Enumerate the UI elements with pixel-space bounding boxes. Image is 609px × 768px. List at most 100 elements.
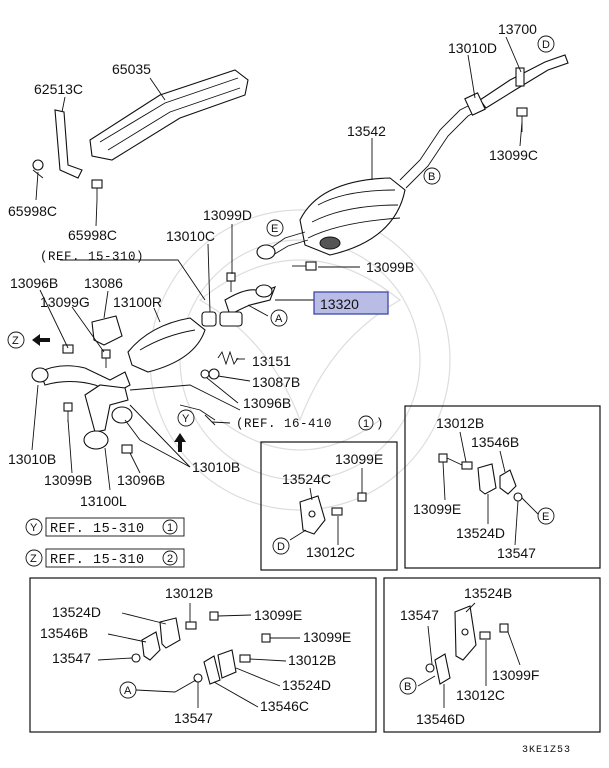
legend-z: Z REF. 15-310 2 bbox=[25, 548, 185, 568]
label-13320: 13320 bbox=[320, 296, 359, 312]
label-13096B-c: 13096B bbox=[117, 472, 165, 488]
box3-label-13524D-b: 13524D bbox=[282, 677, 331, 693]
watermark bbox=[149, 209, 451, 511]
svg-text:E: E bbox=[542, 511, 549, 523]
box4-label-13547: 13547 bbox=[400, 607, 439, 623]
arrow-up-y bbox=[174, 433, 186, 452]
label-13086: 13086 bbox=[84, 275, 123, 291]
label-13099D: 13099D bbox=[203, 207, 252, 223]
svg-text:Y: Y bbox=[30, 522, 38, 534]
svg-text:Z: Z bbox=[30, 553, 37, 565]
heat-protector-65035 bbox=[89, 69, 249, 161]
box3-label-13547-a: 13547 bbox=[52, 650, 91, 666]
box4-label-13524B: 13524B bbox=[464, 585, 512, 601]
label-13010B-right: 13010B bbox=[192, 459, 240, 475]
gasket-13096B-b bbox=[200, 369, 210, 379]
label-13151: 13151 bbox=[252, 353, 291, 369]
legend-y: Y REF. 15-310 1 bbox=[25, 517, 185, 537]
gasket-13096B-a bbox=[62, 344, 74, 354]
label-13096B-b: 13096B bbox=[243, 395, 291, 411]
label-13099B-top: 13099B bbox=[366, 259, 414, 275]
svg-text:A: A bbox=[275, 313, 283, 325]
label-13099C: 13099C bbox=[489, 147, 538, 163]
leader-lines bbox=[31, 36, 523, 491]
label-13542: 13542 bbox=[347, 123, 386, 139]
ref-16-410-num: 1 bbox=[363, 418, 369, 430]
bolt-13099C bbox=[516, 107, 528, 132]
box2-label-13524D: 13524D bbox=[456, 525, 505, 541]
svg-text:2: 2 bbox=[167, 553, 173, 565]
label-62513C: 62513C bbox=[34, 81, 83, 97]
box3-label-13547-b: 13547 bbox=[174, 710, 213, 726]
bolt-13099G bbox=[101, 349, 111, 368]
spring-13151 bbox=[217, 350, 239, 366]
callout-D-box1: D bbox=[272, 537, 290, 555]
sensor-probe bbox=[179, 404, 216, 426]
callout-D-top: D bbox=[537, 35, 555, 53]
flange-front-pipe bbox=[219, 311, 243, 327]
bracket-62513C bbox=[54, 109, 83, 179]
label-13087B: 13087B bbox=[252, 374, 300, 390]
box4-label-13546D: 13546D bbox=[416, 711, 465, 727]
ref-16-410-text: (REF. 16-410 bbox=[236, 417, 332, 431]
exhaust-manifold-13100L bbox=[31, 365, 133, 450]
bolt-65998C-left bbox=[32, 159, 44, 179]
bolt-13099D bbox=[226, 272, 236, 292]
box2-label-13012B: 13012B bbox=[436, 415, 484, 431]
label-13010C: 13010C bbox=[166, 228, 215, 244]
highlight-part-13320[interactable]: 13320 bbox=[313, 291, 389, 315]
svg-text:D: D bbox=[542, 39, 550, 51]
catalytic-converter-13100R bbox=[127, 317, 206, 373]
callout-Y-arrow: Y bbox=[177, 409, 195, 427]
label-13010D: 13010D bbox=[448, 40, 497, 56]
box1-label-13524C: 13524C bbox=[282, 471, 331, 487]
box2-label-13546B: 13546B bbox=[471, 434, 519, 450]
svg-text:REF. 15-310: REF. 15-310 bbox=[50, 553, 145, 568]
label-65998C-left: 65998C bbox=[8, 203, 57, 219]
label-13100R: 13100R bbox=[113, 294, 162, 310]
ref-15-310-top: (REF. 15-310) bbox=[40, 250, 144, 264]
callout-B-box4: B bbox=[399, 677, 417, 695]
box3-label-13546C: 13546C bbox=[260, 698, 309, 714]
box2-label-13547: 13547 bbox=[497, 545, 536, 561]
ref-16-410-close: ) bbox=[376, 417, 384, 431]
svg-text:1: 1 bbox=[167, 522, 173, 534]
bolt-13099B-lower bbox=[63, 402, 73, 422]
label-13100L: 13100L bbox=[80, 493, 127, 509]
svg-text:B: B bbox=[428, 171, 435, 183]
bolt-13099B-top bbox=[292, 261, 317, 271]
gasket-13096B-c bbox=[121, 444, 133, 454]
gasket-13010C bbox=[201, 311, 217, 327]
box3-label-13099E-b: 13099E bbox=[303, 629, 351, 645]
arrow-z-left bbox=[32, 334, 50, 346]
detail-box-2: 13012B 13546B 13099E 13524D 13547 E bbox=[404, 405, 601, 569]
box4-label-13099F: 13099F bbox=[492, 667, 539, 683]
ref-16-410: (REF. 16-410 1 ) bbox=[236, 415, 384, 431]
label-13010B-left: 13010B bbox=[8, 451, 56, 467]
callout-Z-arrow: Z bbox=[7, 331, 25, 349]
svg-text:REF. 15-310: REF. 15-310 bbox=[50, 522, 145, 537]
svg-text:B: B bbox=[404, 681, 411, 693]
label-13096B-a: 13096B bbox=[10, 275, 58, 291]
svg-text:Z: Z bbox=[12, 335, 19, 347]
svg-text:A: A bbox=[124, 685, 132, 697]
callout-A-box3: A bbox=[119, 681, 137, 699]
callout-B-muffler: B bbox=[423, 167, 441, 185]
box1-label-13099E: 13099E bbox=[335, 451, 383, 467]
label-13099B-lower: 13099B bbox=[44, 472, 92, 488]
label-65035: 65035 bbox=[112, 61, 151, 77]
box3-label-13546B: 13546B bbox=[40, 625, 88, 641]
label-65998C-bottom: 65998C bbox=[68, 227, 117, 243]
box3-label-13099E-a: 13099E bbox=[254, 607, 302, 623]
label-13700: 13700 bbox=[498, 21, 537, 37]
detail-box-4: 13524B 13547 13099F 13012C 13546D B bbox=[383, 577, 601, 733]
nut-13087B bbox=[208, 368, 220, 380]
label-13099G: 13099G bbox=[40, 294, 90, 310]
callout-E-pipe: E bbox=[266, 219, 284, 237]
heat-protector-13086 bbox=[91, 315, 123, 346]
bolt-65998C-bottom bbox=[91, 179, 103, 200]
svg-text:E: E bbox=[271, 223, 278, 235]
tail-pipe-13700 bbox=[464, 54, 569, 116]
svg-text:D: D bbox=[277, 541, 285, 553]
